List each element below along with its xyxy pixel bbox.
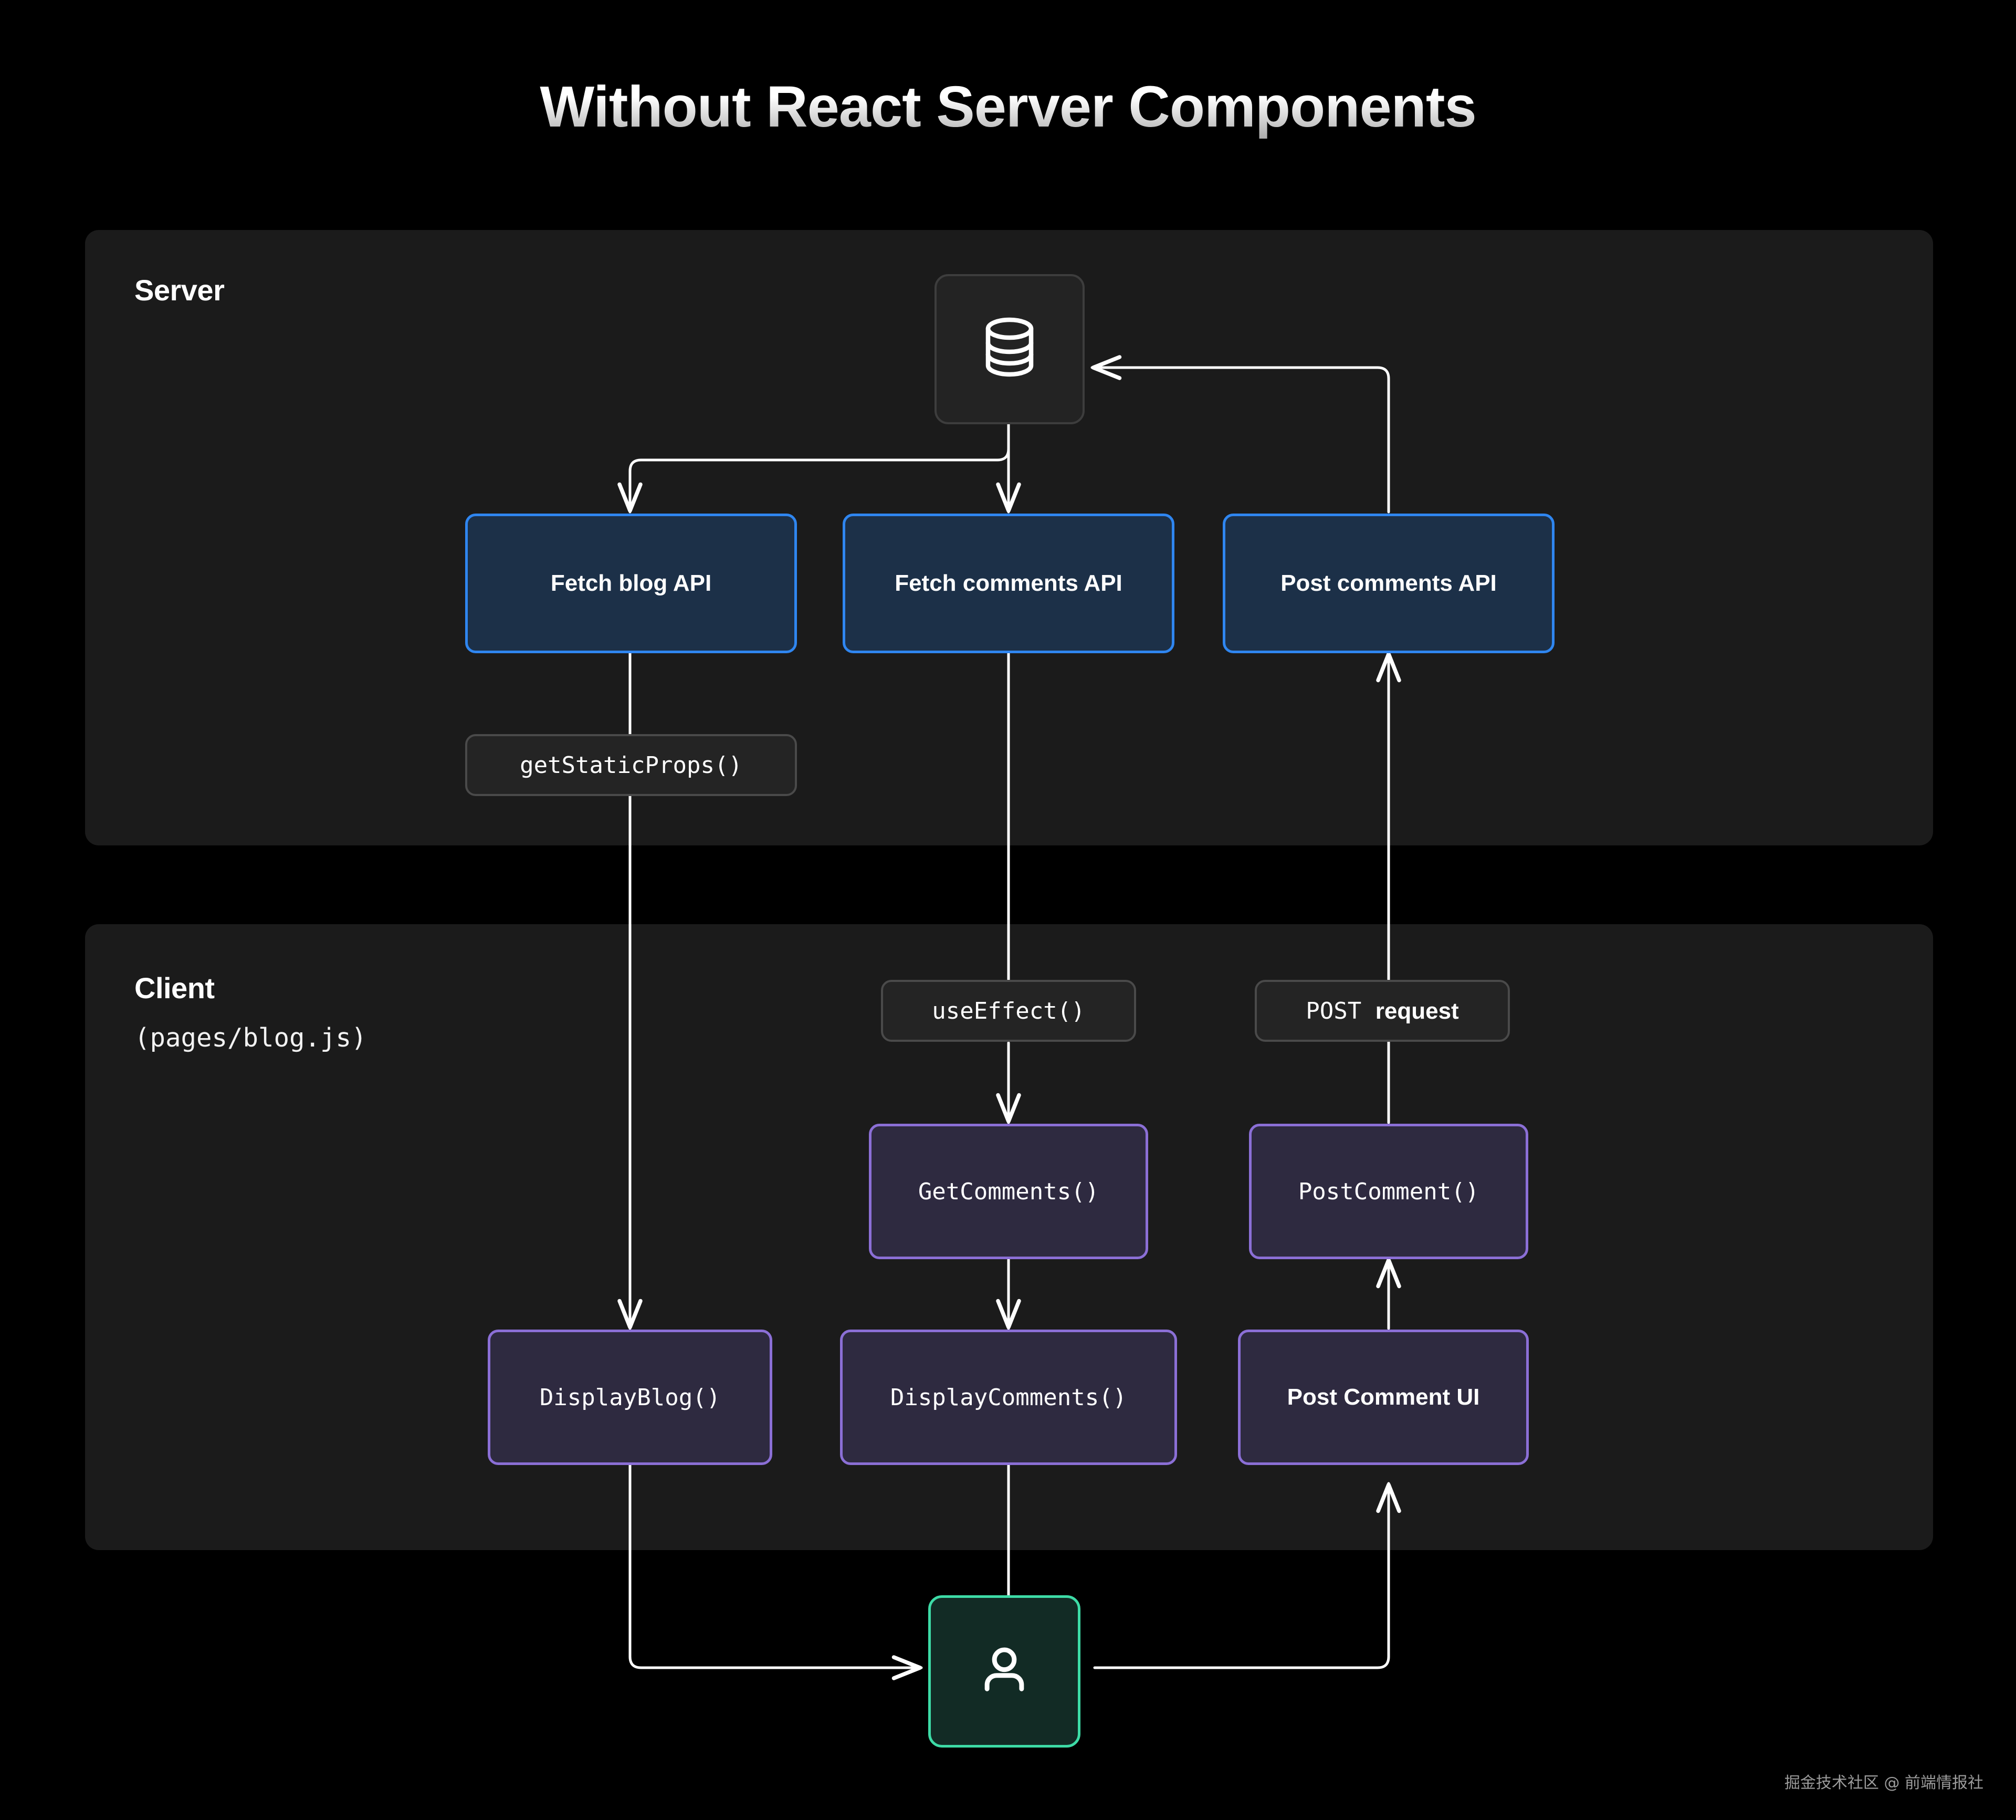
node-display-blog[interactable]: DisplayBlog()	[488, 1330, 772, 1465]
node-fetch-blog-api-label: Fetch blog API	[550, 570, 712, 596]
user-icon	[984, 1647, 1024, 1691]
node-post-comment[interactable]: PostComment()	[1249, 1124, 1528, 1259]
node-post-comment-label: PostComment()	[1298, 1178, 1479, 1205]
client-panel-label: Client	[134, 971, 215, 1005]
pill-post-request-method: POST	[1306, 997, 1362, 1024]
watermark: 掘金技术社区 @ 前端情报社	[1784, 1774, 1983, 1792]
database-icon	[985, 317, 1034, 377]
node-post-comment-ui[interactable]: Post Comment UI	[1238, 1330, 1529, 1465]
node-get-comments-label: GetComments()	[918, 1178, 1099, 1205]
node-fetch-blog-api[interactable]: Fetch blog API	[465, 514, 797, 653]
pill-get-static-props[interactable]: getStaticProps()	[465, 734, 797, 796]
node-post-comment-ui-label: Post Comment UI	[1287, 1384, 1480, 1410]
pill-post-request-label: POST request	[1306, 998, 1458, 1024]
client-panel-sublabel: (pages/blog.js)	[134, 1023, 367, 1053]
node-fetch-comments-api-label: Fetch comments API	[895, 570, 1122, 596]
node-display-comments[interactable]: DisplayComments()	[840, 1330, 1177, 1465]
node-post-comments-api[interactable]: Post comments API	[1223, 514, 1555, 653]
server-panel-label: Server	[134, 274, 225, 307]
node-fetch-comments-api[interactable]: Fetch comments API	[843, 514, 1174, 653]
pill-get-static-props-label: getStaticProps()	[520, 751, 742, 779]
pill-use-effect[interactable]: useEffect()	[881, 980, 1136, 1042]
pill-post-request[interactable]: POST request	[1255, 980, 1510, 1042]
node-display-blog-label: DisplayBlog()	[539, 1384, 721, 1411]
node-get-comments[interactable]: GetComments()	[869, 1124, 1148, 1259]
pill-use-effect-label: useEffect()	[932, 997, 1085, 1024]
node-post-comments-api-label: Post comments API	[1280, 570, 1497, 596]
page-title: Without React Server Components	[0, 74, 2016, 140]
database-node[interactable]	[934, 274, 1085, 424]
node-user[interactable]	[928, 1595, 1080, 1748]
node-display-comments-label: DisplayComments()	[890, 1384, 1127, 1411]
pill-post-request-word: request	[1375, 998, 1459, 1024]
